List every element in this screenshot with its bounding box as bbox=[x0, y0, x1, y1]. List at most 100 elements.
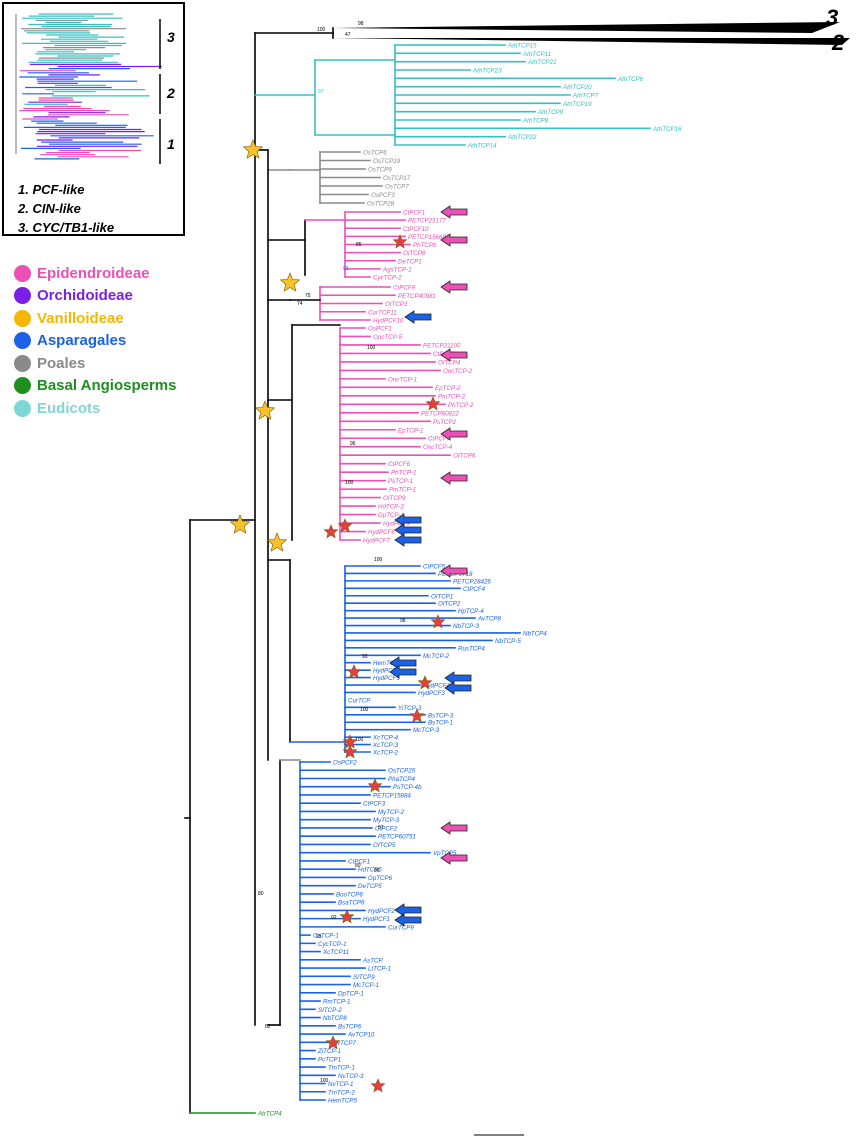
highlight-arrow bbox=[440, 471, 468, 485]
collapsed-clade-2 bbox=[333, 38, 850, 45]
highlight-arrow bbox=[394, 533, 422, 547]
duplication-star bbox=[346, 664, 362, 679]
taxon-label: HydPCF1 bbox=[363, 916, 390, 923]
taxon-label: NbTCP-5 bbox=[495, 638, 521, 645]
collapsed-clade-3 bbox=[333, 22, 840, 33]
inset-marker-2: 2 bbox=[167, 85, 175, 101]
taxon-label: OsTCP19 bbox=[373, 158, 401, 165]
taxon-label: AthTCP15 bbox=[507, 43, 537, 50]
key-pcf-like: 1. PCF-like bbox=[18, 182, 85, 197]
legend-item-basal-angiosperms: Basal Angiosperms bbox=[14, 375, 177, 398]
taxon-label: CtPCF6 bbox=[388, 461, 411, 468]
taxon-label: EpTCP-2 bbox=[435, 385, 461, 392]
taxon-label: PhTCP-1 bbox=[391, 470, 416, 477]
bootstrap-value: 85 bbox=[356, 242, 362, 248]
bootstrap-value: 100 bbox=[317, 27, 326, 33]
legend-item-poales: Poales bbox=[14, 352, 177, 375]
taxon-label: OsTCP6 bbox=[363, 150, 387, 157]
node-star bbox=[279, 272, 301, 292]
taxon-label: MyTCP-2 bbox=[378, 809, 405, 816]
taxon-label: YiTCP-3 bbox=[398, 705, 422, 712]
taxon-label: HydPCF10 bbox=[373, 318, 404, 325]
taxon-label: OITCP9 bbox=[383, 495, 406, 502]
taxon-label: OsPCF3 bbox=[371, 192, 395, 199]
taxon-label: LtTCP-1 bbox=[368, 966, 391, 973]
taxon-label: DeTCP1 bbox=[398, 258, 422, 265]
taxon-label: RmTCP-1 bbox=[323, 999, 351, 1006]
taxon-label: HpTCP-4 bbox=[458, 608, 484, 615]
legend-item-epidendroideae: Epidendroideae bbox=[14, 262, 177, 285]
taxon-label: XcTCP-2 bbox=[372, 750, 399, 757]
legend-label: Basal Angiosperms bbox=[37, 377, 177, 395]
legend-item-vanilloideae: Vanilloideae bbox=[14, 307, 177, 330]
taxon-label: PhTCP-2 bbox=[448, 402, 474, 409]
taxon-label: CtPCF9 bbox=[393, 285, 416, 292]
taxon-label: OsTCP28 bbox=[367, 201, 395, 208]
duplication-star bbox=[392, 234, 408, 249]
taxon-label: TmTCP-2 bbox=[328, 1089, 355, 1096]
taxon-label: HydPCF9 bbox=[383, 521, 410, 528]
bootstrap-value: 93 bbox=[362, 654, 368, 660]
taxon-label: OsTCP7 bbox=[385, 184, 409, 191]
taxon-label: AthTCP22 bbox=[507, 134, 537, 141]
taxon-label: PETCP40981 bbox=[398, 293, 436, 300]
taxon-label: CtPCF1 bbox=[348, 858, 370, 865]
taxon-label: VpTCP5 bbox=[433, 850, 457, 857]
taxon-label: AthTCP6 bbox=[617, 76, 644, 83]
key-cin-like: 2. CIN-like bbox=[18, 201, 81, 216]
taxon-label: AvTCP7 bbox=[332, 1040, 356, 1047]
legend: Epidendroideae Orchidoideae Vanilloideae… bbox=[14, 262, 177, 420]
highlight-arrow bbox=[440, 233, 468, 247]
taxon-label: CurTCP9 bbox=[388, 924, 414, 931]
taxon-label: CoTCP-1 bbox=[313, 933, 339, 940]
taxon-label: BsTCP-3 bbox=[428, 712, 454, 719]
taxon-label: XcTCP-4 bbox=[372, 735, 399, 742]
taxon-label: CtPCF7 bbox=[428, 436, 451, 443]
taxon-label: HdTCP5 bbox=[358, 867, 382, 874]
bootstrap-value: 100 bbox=[374, 557, 383, 563]
node-star bbox=[266, 532, 288, 552]
taxon-label: BsaTCP6 bbox=[338, 900, 365, 907]
inset-marker-3: 3 bbox=[167, 29, 175, 45]
bootstrap-value: 62 bbox=[265, 1024, 271, 1030]
taxon-label: PhaTCP4 bbox=[388, 776, 415, 783]
taxon-label: CtPCF2 bbox=[375, 825, 398, 832]
highlight-arrow bbox=[440, 348, 468, 362]
taxon-label: PETCP9718 bbox=[438, 571, 473, 578]
taxon-label: AthTCP23 bbox=[472, 68, 502, 75]
taxon-label: CtPCF3 bbox=[363, 801, 386, 808]
taxon-label: PhTCPb bbox=[413, 242, 437, 249]
taxon-label: PETCP15884 bbox=[373, 792, 411, 799]
taxon-label: NbTCP4 bbox=[523, 630, 547, 637]
taxon-label: AthTCP19 bbox=[562, 101, 592, 108]
taxon-label: CurTCP bbox=[348, 697, 371, 704]
bootstrap-value: 96 bbox=[374, 868, 380, 874]
taxon-label: HydPCF3 bbox=[418, 690, 445, 697]
taxon-label: PETCP25177 bbox=[408, 218, 446, 225]
legend-swatch bbox=[14, 309, 31, 327]
taxon-label: AgsTCP-1 bbox=[382, 266, 412, 273]
legend-swatch bbox=[14, 287, 31, 305]
duplication-star bbox=[339, 909, 355, 924]
node-star bbox=[242, 139, 264, 159]
highlight-arrow bbox=[440, 851, 468, 865]
taxon-label: PETCP15668 bbox=[408, 234, 446, 241]
legend-swatch bbox=[14, 264, 31, 282]
legend-item-orchidoideae: Orchidoideae bbox=[14, 285, 177, 308]
duplication-star bbox=[409, 708, 425, 723]
bootstrap-value: 80 bbox=[355, 863, 361, 869]
legend-label: Orchidoideae bbox=[37, 287, 133, 305]
taxon-label: BsTCP-1 bbox=[428, 720, 453, 727]
bootstrap-value: 92 bbox=[331, 915, 337, 921]
bootstrap-value: 80 bbox=[258, 891, 264, 897]
legend-label: Epidendroideae bbox=[37, 264, 150, 282]
duplication-star bbox=[417, 675, 433, 690]
taxon-label: AthTCP7 bbox=[572, 93, 599, 100]
bootstrap-value: 100 bbox=[367, 345, 376, 351]
taxon-label: McTCP-2 bbox=[423, 653, 450, 660]
taxon-label: OncTCP-1 bbox=[388, 376, 417, 383]
bootstrap-value: 93 bbox=[343, 266, 349, 272]
bootstrap-value: 97 bbox=[318, 89, 324, 95]
inset-tree-thumbnail bbox=[15, 13, 162, 164]
bootstrap-value: 96 bbox=[350, 441, 356, 447]
